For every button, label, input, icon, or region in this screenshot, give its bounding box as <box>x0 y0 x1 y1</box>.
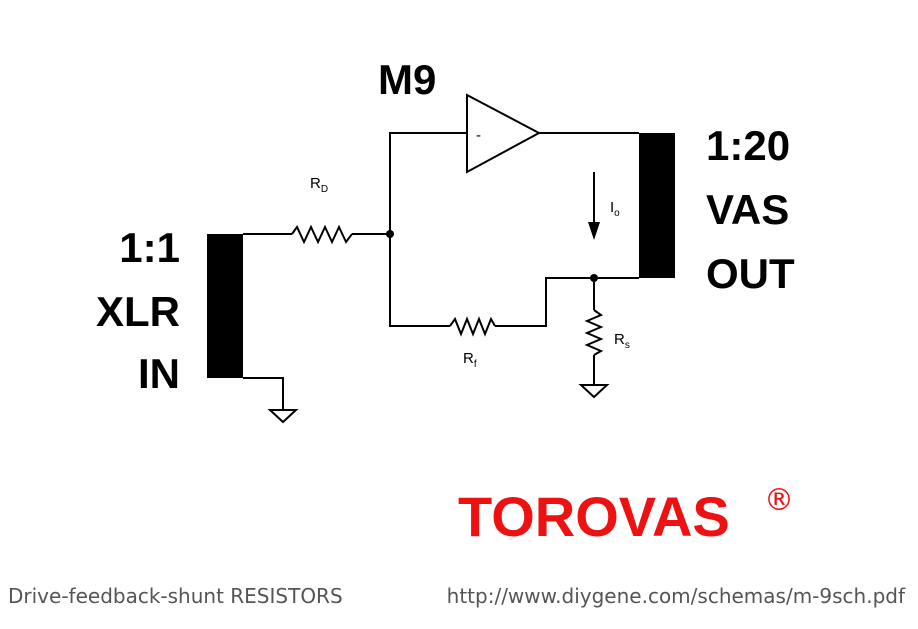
shunt-node <box>590 274 598 282</box>
ground-icon-input <box>267 409 299 424</box>
opamp-minus-sign: - <box>476 127 481 144</box>
current-arrow-icon <box>588 172 600 240</box>
footer-url[interactable]: http://www.diygene.com/schemas/m-9sch.pd… <box>447 584 906 608</box>
summing-node <box>386 230 394 238</box>
input-ratio-label: 1:1 <box>119 224 180 271</box>
resistor-rs <box>584 309 604 356</box>
input-transformer <box>207 234 243 378</box>
resistor-rf <box>449 316 496 337</box>
wire-input-to-ground <box>243 377 284 410</box>
label-rf: Rf <box>463 350 477 370</box>
input-direction-label: IN <box>138 350 180 397</box>
output-ratio-label: 1:20 <box>706 122 790 169</box>
output-direction-label: OUT <box>706 250 795 297</box>
wires <box>243 132 639 410</box>
resistor-rd <box>291 224 353 245</box>
output-transformer <box>639 133 675 278</box>
label-rd: RD <box>310 175 328 195</box>
amplifier-label: M9 <box>378 56 436 103</box>
wire-rf-to-junction <box>495 277 639 327</box>
label-io: Io <box>610 199 620 219</box>
brand-name: TOROVAS <box>458 485 730 548</box>
ground-icon-shunt <box>578 384 610 399</box>
label-rs: Rs <box>614 331 630 351</box>
output-type-label: VAS <box>706 186 789 233</box>
opamp-triangle <box>466 93 542 174</box>
input-type-label: XLR <box>96 288 180 335</box>
footer-caption: Drive-feedback-shunt RESISTORS <box>8 584 343 608</box>
brand-registered-mark: ® <box>764 483 794 518</box>
wire-node-to-opamp <box>389 132 467 234</box>
wire-node-to-rf <box>389 234 450 327</box>
